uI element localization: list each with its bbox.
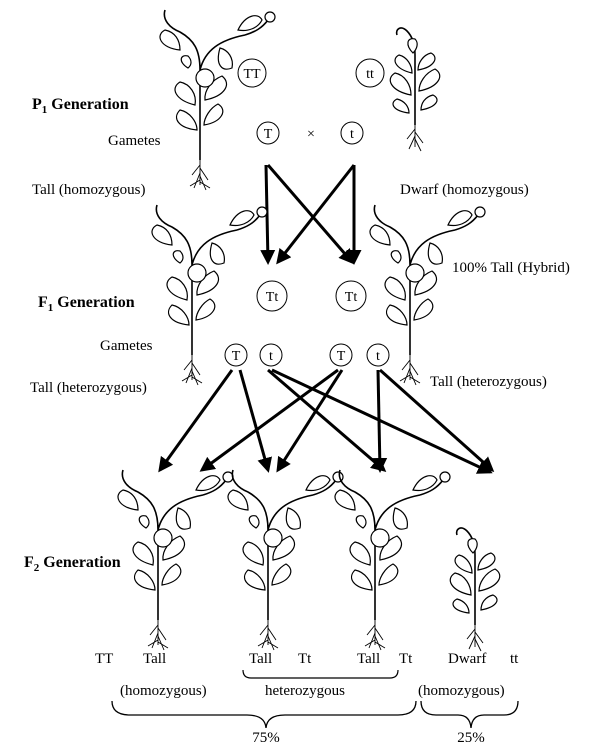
percent-tall: 75% (252, 730, 280, 745)
tall-brace (112, 701, 416, 728)
f2-plant-tt-hetero-2 (335, 470, 450, 650)
f1-gamete: t (376, 349, 380, 364)
f2-generation: F2 Generation TT Tall Tall Tt Tall Tt Dw… (24, 470, 519, 745)
f2-phenotype: Tall (249, 651, 272, 667)
f2-phenotype: Dwarf (448, 651, 486, 667)
f2-genotype: Tt (399, 651, 413, 667)
arrow (268, 370, 384, 470)
percent-dwarf: 25% (457, 730, 485, 745)
f2-genotype: TT (95, 651, 113, 667)
p1-right-phenotype: Dwarf (homozygous) (400, 182, 529, 198)
f1-left-phenotype: Tall (heterozygous) (30, 380, 147, 396)
f2-generation-title: F2 Generation (24, 554, 121, 574)
f2-genotype: tt (510, 651, 519, 667)
arrow (240, 370, 268, 470)
p1-left-phenotype: Tall (homozygous) (32, 182, 146, 198)
p1-generation: P1 Generation TT tt Gametes T × t Tall (… (32, 10, 529, 198)
f1-summary: 100% Tall (Hybrid) (452, 260, 570, 276)
f2-plant-dwarf (450, 528, 500, 651)
homozygous-label: (homozygous) (418, 683, 505, 699)
f1-left-offspring: Tt (266, 290, 279, 305)
f1-left-plant (152, 205, 267, 385)
f2-phenotype: Tall (357, 651, 380, 667)
homozygous-label: (homozygous) (120, 683, 207, 699)
f1-right-phenotype: Tall (heterozygous) (430, 374, 547, 390)
p1-generation-title: P1 Generation (32, 96, 129, 116)
p1-right-genotype: tt (366, 67, 374, 82)
p1-tall-plant (160, 10, 275, 190)
f1-gamete: t (269, 349, 273, 364)
dwarf-brace (421, 701, 518, 728)
p1-right-gamete: t (350, 127, 354, 142)
arrow (278, 165, 354, 262)
f2-plant-tt-hetero-1 (228, 470, 343, 650)
p1-left-genotype: TT (243, 67, 261, 82)
f1-gamete: T (232, 349, 241, 364)
f2-plant-tt (118, 470, 233, 650)
p1-to-f1-arrows (266, 165, 354, 262)
f1-gamete: T (337, 349, 346, 364)
cross-symbol: × (307, 127, 315, 142)
arrow (268, 165, 352, 262)
f1-gametes-label: Gametes (100, 338, 153, 354)
f1-right-offspring: Tt (345, 290, 358, 305)
heterozygous-bracket (243, 670, 398, 678)
f1-generation-title: F1 Generation (38, 294, 135, 314)
f2-genotype: Tt (298, 651, 312, 667)
heterozygous-label: heterozygous (265, 683, 345, 699)
f2-phenotype: Tall (143, 651, 166, 667)
p1-left-gamete: T (264, 127, 273, 142)
p1-gametes-label: Gametes (108, 133, 161, 149)
arrow (378, 370, 380, 470)
p1-dwarf-plant (390, 28, 440, 151)
